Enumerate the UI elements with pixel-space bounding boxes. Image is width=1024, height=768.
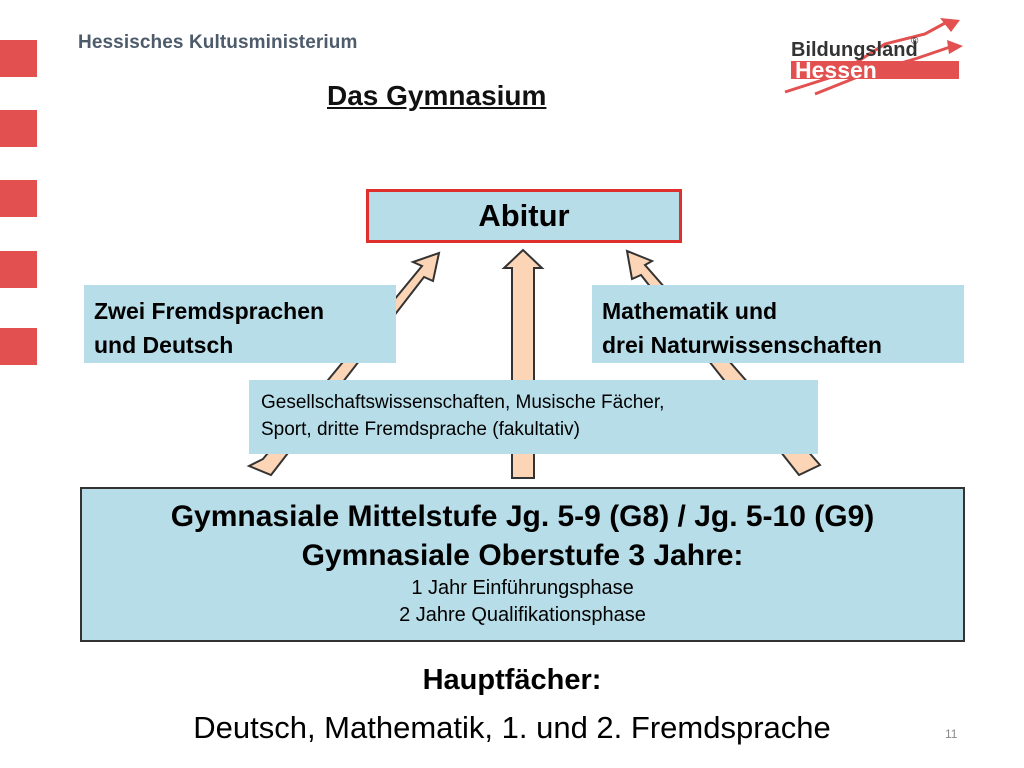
social-line1: Gesellschaftswissenschaften, Musische Fä… bbox=[261, 392, 665, 413]
decor-square-2 bbox=[0, 110, 37, 147]
social-sciences-box: Gesellschaftswissenschaften, Musische Fä… bbox=[249, 380, 818, 454]
logo-line2: Hessen bbox=[795, 57, 877, 83]
logo-line1: Bildungsland bbox=[791, 39, 918, 61]
stage-einfuehrung: 1 Jahr Einführungsphase bbox=[411, 577, 634, 599]
languages-line2: und Deutsch bbox=[94, 332, 234, 358]
math-line1: Mathematik und bbox=[602, 298, 778, 324]
logo-registered-mark: ® bbox=[911, 36, 919, 47]
bildungsland-hessen-logo: Bildungsland ® Hessen bbox=[784, 18, 963, 96]
ministry-name: Hessisches Kultusministerium bbox=[78, 32, 358, 53]
school-stages-box: Gymnasiale Mittelstufe Jg. 5-9 (G8) / Jg… bbox=[80, 487, 965, 642]
math-science-box: Mathematik und drei Naturwissenschaften bbox=[592, 285, 964, 363]
page-title: Das Gymnasium bbox=[327, 80, 547, 111]
main-subjects-heading: Hauptfächer: bbox=[422, 664, 602, 696]
decor-square-1 bbox=[0, 40, 37, 77]
decor-square-5 bbox=[0, 328, 37, 365]
main-subjects-list: Deutsch, Mathematik, 1. und 2. Fremdspra… bbox=[193, 710, 831, 745]
decor-square-3 bbox=[0, 180, 37, 217]
page-number: 11 bbox=[945, 727, 958, 741]
math-line2: drei Naturwissenschaften bbox=[602, 332, 882, 358]
abitur-label: Abitur bbox=[478, 198, 570, 233]
stage-qualifikation: 2 Jahre Qualifikationsphase bbox=[399, 604, 646, 626]
social-line2: Sport, dritte Fremdsprache (fakultativ) bbox=[261, 419, 580, 440]
languages-box: Zwei Fremdsprachen und Deutsch bbox=[84, 285, 396, 363]
stage-mittelstufe: Gymnasiale Mittelstufe Jg. 5-9 (G8) / Jg… bbox=[170, 500, 875, 533]
languages-line1: Zwei Fremdsprachen bbox=[94, 298, 325, 324]
decor-square-4 bbox=[0, 251, 37, 288]
stage-oberstufe: Gymnasiale Oberstufe 3 Jahre: bbox=[301, 539, 744, 572]
abitur-box: Abitur bbox=[366, 189, 682, 243]
